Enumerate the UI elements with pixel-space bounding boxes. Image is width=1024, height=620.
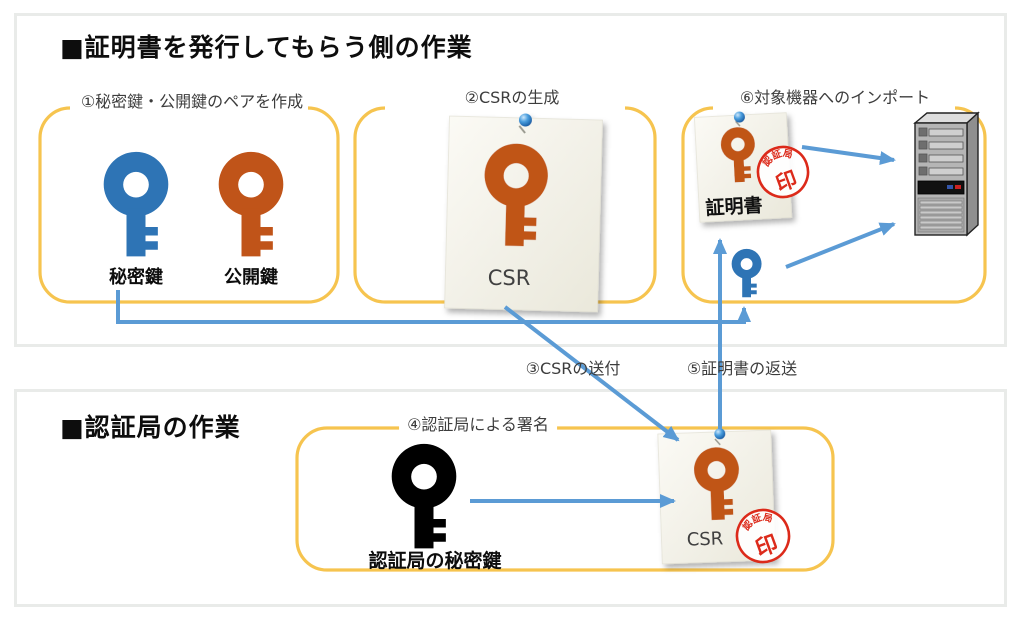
ca-seal-stamp-icon: 認証局 印 bbox=[735, 507, 791, 564]
arrow-import-key bbox=[785, 222, 896, 269]
csr-note bbox=[444, 113, 603, 313]
pin-needle bbox=[518, 125, 526, 134]
step5-label: ⑤証明書の返送 bbox=[686, 359, 798, 378]
step2-label: ②CSRの生成 bbox=[464, 88, 560, 107]
csr-note-label: CSR bbox=[487, 266, 531, 290]
public-key-label: 公開鍵 bbox=[224, 267, 278, 288]
ca-seal-stamp-icon: 認証局 印 bbox=[756, 143, 810, 199]
public-key-icon bbox=[218, 151, 284, 257]
step1-label: ①秘密鍵・公開鍵のペアを作成 bbox=[80, 92, 304, 111]
ca-private-key-label: 認証局の秘密鍵 bbox=[368, 550, 502, 572]
lower-panel-title: ■認証局の作業 bbox=[60, 413, 241, 442]
ca-private-key-icon bbox=[391, 443, 457, 549]
step3-label: ③CSRの送付 bbox=[525, 359, 621, 378]
pin-needle bbox=[735, 120, 741, 127]
arrow-send-csr bbox=[503, 305, 680, 442]
push-pin-icon bbox=[714, 428, 726, 440]
pin-needle bbox=[714, 438, 721, 446]
push-pin-icon bbox=[518, 113, 532, 127]
step4-label: ④認証局による署名 bbox=[399, 411, 557, 435]
bracket-keypair-section bbox=[38, 106, 340, 304]
signed-csr-note-label: CSR bbox=[686, 528, 724, 551]
upper-panel-title: ■証明書を発行してもらう側の作業 bbox=[60, 33, 473, 62]
private-key-icon bbox=[103, 151, 169, 257]
bracket-signing-section bbox=[295, 426, 835, 572]
certificate-note bbox=[694, 111, 793, 223]
push-pin-icon bbox=[733, 111, 745, 123]
arrow-import-certificate bbox=[801, 145, 896, 165]
certificate-note-label: 証明書 bbox=[705, 194, 764, 220]
imported-private-key-icon bbox=[731, 248, 762, 298]
private-key-label: 秘密鍵 bbox=[109, 267, 163, 288]
arrow-private-key-route bbox=[116, 290, 751, 324]
step6-label: ⑥対象機器へのインポート bbox=[739, 88, 931, 107]
flow-arrows bbox=[116, 145, 896, 508]
server-tower-icon bbox=[913, 111, 980, 237]
bracket-import-section bbox=[681, 106, 987, 304]
